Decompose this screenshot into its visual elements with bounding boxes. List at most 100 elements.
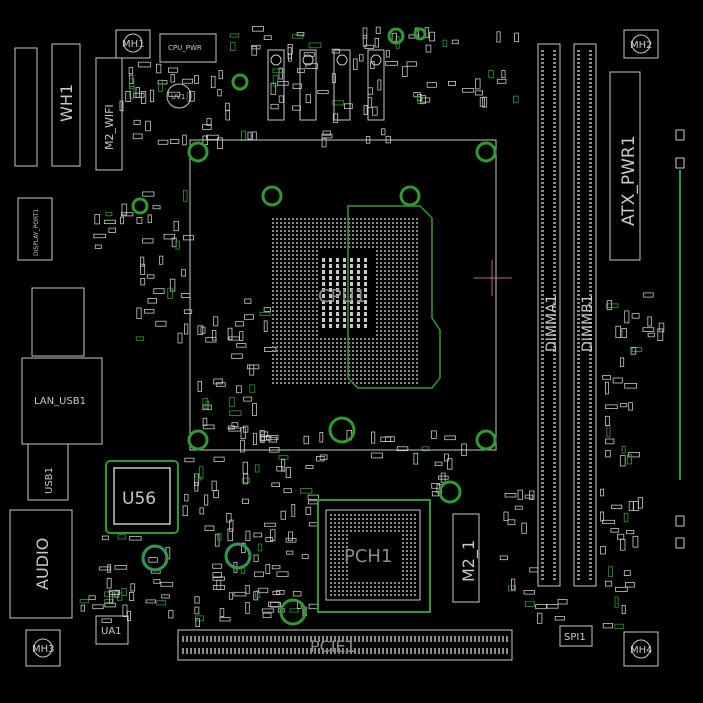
dimm-pin: [577, 214, 580, 216]
cpu-pin: [292, 370, 294, 372]
cpu-pin: [316, 382, 318, 384]
cpu-pin: [388, 262, 390, 264]
cpu-pin: [404, 278, 406, 280]
smd-part: [267, 601, 280, 607]
cpu-pin: [300, 338, 302, 340]
cpu-pin: [300, 330, 302, 332]
smd-part: [287, 53, 292, 62]
cpu-pin: [272, 330, 274, 332]
dimm-pin: [577, 550, 580, 552]
cpu-pin: [272, 286, 274, 288]
dimm-pin: [577, 134, 580, 136]
smd-part: [183, 323, 189, 335]
pcie-pin: [226, 636, 228, 642]
pch-pin: [334, 582, 336, 584]
cpu-pin: [329, 282, 332, 286]
cpu-pin: [380, 334, 382, 336]
inductor-ring: [370, 54, 382, 66]
cpu-pin: [316, 378, 318, 380]
smd-part: [263, 320, 268, 332]
spi1-label: SPI1: [564, 632, 586, 643]
cpu-pin: [288, 370, 290, 372]
smd-part: [177, 332, 183, 344]
dimm-pin: [577, 230, 580, 232]
cpu-pin: [296, 274, 298, 276]
cpu-pin: [408, 274, 410, 276]
cpu-pin: [408, 282, 410, 284]
pch-pin: [354, 522, 356, 524]
pch-pin: [378, 594, 380, 596]
pch-pin: [354, 590, 356, 592]
cpu-pin: [400, 310, 402, 312]
cpu-pin: [408, 326, 410, 328]
smd-part: [229, 410, 242, 416]
dimm-pin: [577, 354, 580, 356]
cpu-pin: [304, 354, 306, 356]
cpu-pin: [300, 262, 302, 264]
smd-part: [183, 189, 188, 202]
cpu-pin: [384, 298, 386, 300]
cpu-pin: [388, 382, 390, 384]
pcie-pin: [406, 648, 408, 654]
cpu-pin: [284, 378, 286, 380]
cpu-pin: [296, 374, 298, 376]
smd-part: [605, 404, 618, 409]
cpu-pin: [388, 378, 390, 380]
cpu-pin: [396, 262, 398, 264]
cpu-pin: [276, 342, 278, 344]
dimm-pin: [589, 558, 592, 560]
smd-part: [236, 343, 247, 348]
dimm-pin: [541, 362, 544, 364]
dimm-pin: [553, 202, 556, 204]
cpu-pin: [380, 226, 382, 228]
cpu-pin: [372, 382, 374, 384]
pcie-pin: [302, 636, 304, 642]
smd-part: [212, 585, 225, 590]
cpu-pin: [348, 350, 350, 352]
smd-part: [289, 608, 299, 613]
cpu-pin: [384, 246, 386, 248]
pch-pin: [346, 554, 348, 556]
cpu-pin: [308, 222, 310, 224]
cpu-pin: [308, 234, 310, 236]
cpu-pin: [364, 346, 366, 348]
dimm-pin: [541, 526, 544, 528]
cpu-pin: [272, 306, 274, 308]
cpu-pin: [392, 246, 394, 248]
cpu-pin: [272, 362, 274, 364]
pch-pin: [386, 582, 388, 584]
pch-pin: [382, 582, 384, 584]
smd-part: [358, 54, 364, 62]
cpu-pin: [380, 366, 382, 368]
cpu-pin: [408, 314, 410, 316]
dimm-pin: [553, 486, 556, 488]
cpu-pin: [280, 298, 282, 300]
cpu-pin: [336, 324, 339, 328]
cpu-pin: [392, 258, 394, 260]
pch-pin: [406, 562, 408, 564]
cpu-pin: [272, 262, 274, 264]
cpu-pin: [272, 258, 274, 260]
cpu-pin: [384, 310, 386, 312]
dimm-pin: [541, 458, 544, 460]
dimm-pin: [589, 78, 592, 80]
cpu-pin: [344, 342, 346, 344]
mh4-label: MH4: [630, 645, 653, 656]
cpu-pin: [296, 370, 298, 372]
cpu-pin: [284, 262, 286, 264]
cpu-pin: [276, 282, 278, 284]
pcie-pin: [230, 636, 232, 642]
cpu-pin: [324, 218, 326, 220]
smd-part: [362, 35, 368, 47]
cpu-pin: [276, 314, 278, 316]
cpu-pin: [343, 270, 346, 274]
dimm-pin: [589, 154, 592, 156]
cpu-pin: [404, 294, 406, 296]
cpu-pin: [412, 278, 414, 280]
cpu-pin: [300, 234, 302, 236]
smd-part: [229, 519, 234, 532]
dimma1-label: DIMMA1: [544, 294, 560, 352]
dimm-pin: [589, 550, 592, 552]
cpu-pin: [316, 242, 318, 244]
pch-pin: [406, 578, 408, 580]
